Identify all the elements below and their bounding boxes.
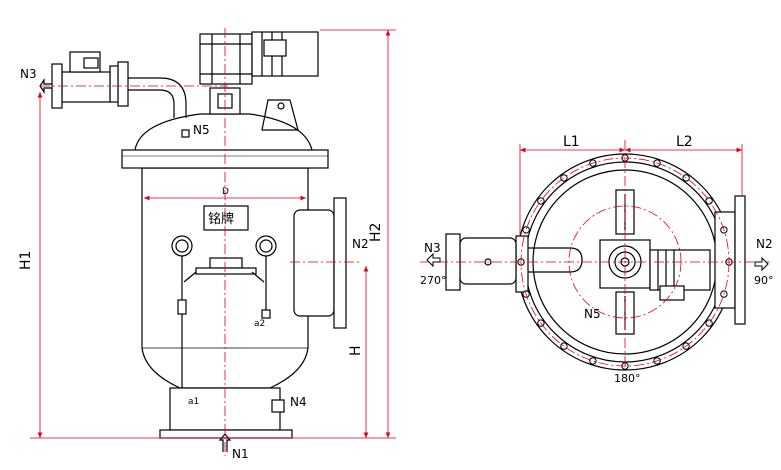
label-n4: N4 xyxy=(290,395,307,409)
label-a2: a2 xyxy=(254,319,265,329)
label-angle-right: 90° xyxy=(754,274,774,287)
top-n3-valve xyxy=(459,237,517,285)
n2-flange xyxy=(333,197,347,329)
top-flow-arrows xyxy=(426,252,769,272)
label-h2: H2 xyxy=(368,223,384,242)
n3-flange xyxy=(117,61,129,107)
label-l2: L2 xyxy=(676,134,693,150)
gauge-right xyxy=(255,235,277,257)
label-n5-front: N5 xyxy=(193,123,210,137)
label-l1: L1 xyxy=(563,134,580,150)
gauge-left xyxy=(171,235,193,257)
label-nameplate: 铭牌 xyxy=(208,211,234,227)
label-n1: N1 xyxy=(232,447,249,461)
bolt-hole xyxy=(522,226,530,234)
label-a1: a1 xyxy=(188,397,199,407)
bolt-hole xyxy=(705,197,713,205)
label-angle-left: 270° xyxy=(420,274,447,287)
n3-pipe xyxy=(128,77,187,118)
label-n3-top: N3 xyxy=(424,241,441,255)
n2-pipe xyxy=(293,209,335,317)
bolt-hole xyxy=(560,342,568,350)
label-n2-front: N2 xyxy=(352,237,369,251)
lifting-lug xyxy=(261,99,299,131)
top-dimensions xyxy=(420,140,770,372)
bottom-flange xyxy=(159,429,293,439)
dome-head xyxy=(134,113,313,151)
front-view xyxy=(39,31,347,452)
bolt-hole xyxy=(560,174,568,182)
label-n2-top: N2 xyxy=(756,237,773,251)
label-n3-front: N3 xyxy=(20,67,37,81)
label-h: H xyxy=(348,345,364,356)
label-angle-bottom: 180° xyxy=(614,372,641,385)
top-motor xyxy=(649,249,711,291)
bolt-hole xyxy=(589,357,597,365)
bolt-hole xyxy=(705,319,713,327)
label-d: D xyxy=(222,187,229,197)
top-n2-flange xyxy=(734,195,746,325)
label-n5-top: N5 xyxy=(584,307,601,321)
gearbox xyxy=(199,33,253,85)
front-dimensions xyxy=(30,28,396,456)
label-h1: H1 xyxy=(18,251,34,270)
n3-valve xyxy=(61,71,111,103)
nameplate-box xyxy=(203,205,249,231)
